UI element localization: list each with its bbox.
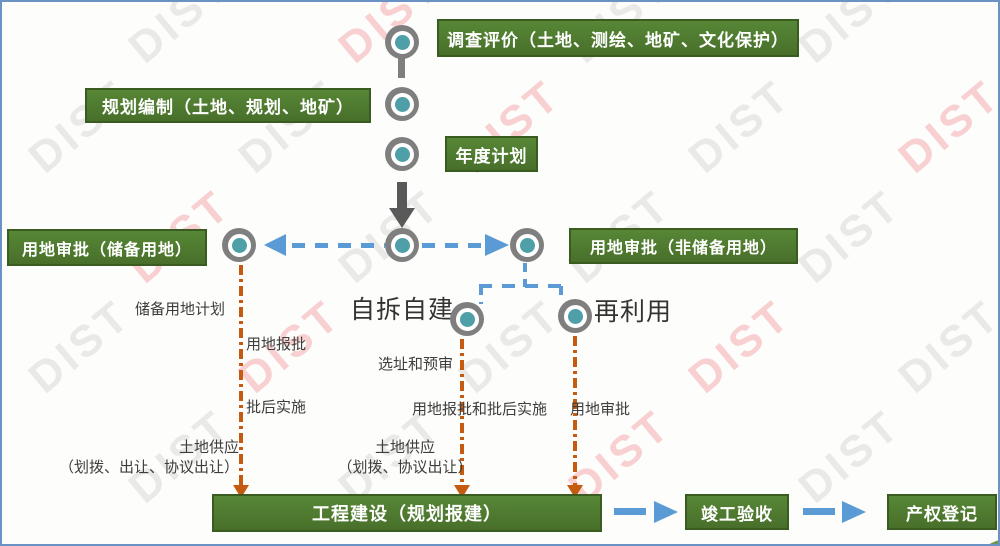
connector-to-completion-dash	[614, 508, 646, 515]
watermark-text: DIST	[679, 290, 801, 403]
label-self-build: 自拆自建	[350, 296, 455, 324]
node-dot	[390, 92, 414, 116]
connector-branch-stem	[523, 263, 527, 287]
watermark-text: DIST	[889, 290, 1000, 403]
label-post-implementation: 批后实施	[246, 399, 307, 416]
box-planning: 规划编制（土地、规划、地矿）	[85, 88, 371, 123]
down-arrow-icon	[389, 208, 415, 228]
to-completion-arrow-icon	[654, 501, 678, 523]
connector-node1-stem	[398, 54, 405, 78]
label-supply-left-line1: 土地供应	[178, 439, 239, 456]
node-dot	[515, 233, 539, 257]
box-approval-non-reserve: 用地审批（非储备用地）	[569, 228, 798, 264]
label-land-approval: 用地审批	[570, 401, 631, 418]
node-dot	[390, 233, 414, 257]
node-center	[385, 228, 419, 262]
watermark-text: DIST	[19, 290, 141, 403]
to-property-arrow-icon	[842, 501, 866, 523]
right-arrow-icon	[485, 234, 509, 256]
connector-down-arrow-shaft	[397, 182, 407, 209]
watermark-text: DIST	[679, 70, 801, 183]
connector-branch-right	[559, 286, 563, 300]
flowline-self-build	[460, 339, 464, 487]
node-self-build	[450, 302, 484, 336]
box-completion: 竣工验收	[685, 494, 789, 530]
box-construction: 工程建设（规划报建）	[212, 494, 602, 532]
node-reuse	[558, 299, 592, 333]
connector-branch-bar	[479, 284, 563, 288]
label-supply-left: 土地供应 （划拨、出让、协议出让）	[29, 438, 239, 478]
node-dot	[227, 233, 251, 257]
watermark-text: DIST	[119, 0, 241, 73]
box-annual-plan: 年度计划	[445, 136, 538, 172]
node-reserve	[222, 228, 256, 262]
connector-to-property-dash	[803, 508, 835, 515]
label-report-and-post: 用地报批和批后实施	[412, 401, 548, 418]
label-site-preapproval: 选址和预审	[378, 356, 454, 373]
box-approval-reserve: 用地审批（储备用地）	[7, 229, 207, 266]
node-dot	[390, 30, 414, 54]
label-supply-left-line2: （划拨、出让、协议出让）	[58, 459, 239, 476]
label-supply-mid-line1: 土地供应	[374, 439, 435, 456]
label-supply-mid: 土地供应 （划拨、协议出让）	[335, 438, 475, 478]
node-non-reserve	[510, 228, 544, 262]
connector-to-reserve	[292, 243, 385, 248]
left-arrow-icon	[264, 234, 286, 256]
label-reserve-plan: 储备用地计划	[135, 301, 226, 318]
box-survey: 调查评价（土地、测绘、地矿、文化保护）	[437, 19, 799, 57]
flowline-reuse	[573, 336, 577, 487]
connector-to-non-reserve	[422, 243, 484, 248]
node-annual	[385, 137, 419, 171]
box-property-registration: 产权登记	[887, 494, 997, 530]
node-dot	[455, 307, 479, 331]
connector-branch-left	[479, 286, 483, 304]
corner-decoration	[964, 538, 998, 544]
watermark-text: DIST	[789, 0, 911, 73]
node-dot	[390, 142, 414, 166]
node-survey	[385, 25, 419, 59]
label-supply-mid-line2: （划拨、协议出让）	[337, 459, 473, 476]
node-planning	[385, 87, 419, 121]
watermark-text: DIST	[789, 180, 911, 293]
watermark-text: DIST	[889, 70, 1000, 183]
label-reuse: 再利用	[594, 298, 673, 326]
node-dot	[563, 304, 587, 328]
label-land-report: 用地报批	[246, 336, 307, 353]
flowline-reserve	[239, 265, 243, 487]
